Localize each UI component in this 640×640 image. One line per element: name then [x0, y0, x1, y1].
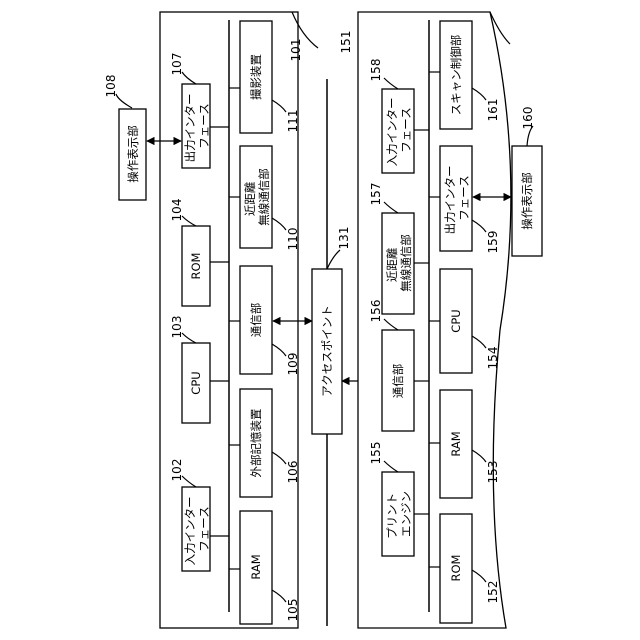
storage-1-label: 外部記憶装置: [249, 409, 263, 478]
ref-160: 160: [521, 107, 535, 130]
comm-unit-2-label: 通信部: [391, 364, 405, 399]
ref-107: 107: [170, 53, 184, 76]
ref-155: 155: [369, 442, 383, 465]
ref-105: 105: [286, 599, 300, 622]
ram-1-label: RAM: [249, 554, 263, 579]
leader-131: [327, 250, 340, 269]
ref-108: 108: [104, 75, 118, 98]
ref-158: 158: [369, 59, 383, 82]
ref-101: 101: [289, 39, 303, 62]
ref-157: 157: [369, 183, 383, 206]
ref-104: 104: [170, 199, 184, 222]
cpu-1-label: CPU: [189, 371, 203, 394]
access-point-label: アクセスポイント: [320, 305, 334, 396]
operation-panel-1-label: 操作表示部: [126, 125, 140, 183]
ref-102: 102: [170, 459, 184, 482]
ref-154: 154: [486, 347, 500, 370]
ref-152: 152: [486, 581, 500, 604]
ref-131: 131: [337, 227, 351, 250]
camera-device-1-label: 撮影装置: [249, 54, 263, 100]
operation-panel-2-label: 操作表示部: [520, 172, 534, 230]
leader-108: [116, 94, 132, 108]
comm-unit-1-label: 通信部: [249, 303, 263, 338]
print-engine-2-label: プリント エンジン: [385, 489, 413, 539]
ref-103: 103: [170, 316, 184, 339]
ref-111: 111: [286, 110, 300, 133]
ram-2-label: RAM: [449, 431, 463, 456]
ref-159: 159: [486, 231, 500, 254]
rom-2-label: ROM: [449, 555, 463, 582]
ref-109: 109: [286, 353, 300, 376]
cpu-2-label: CPU: [449, 309, 463, 332]
scan-controller-2-label: スキャン制御部: [449, 35, 463, 116]
ref-106: 106: [286, 461, 300, 484]
ref-161: 161: [486, 99, 500, 122]
ref-151: 151: [339, 31, 353, 54]
ref-153: 153: [486, 461, 500, 484]
rom-1-label: ROM: [189, 253, 203, 280]
ref-156: 156: [369, 300, 383, 323]
ref-110: 110: [286, 228, 300, 251]
